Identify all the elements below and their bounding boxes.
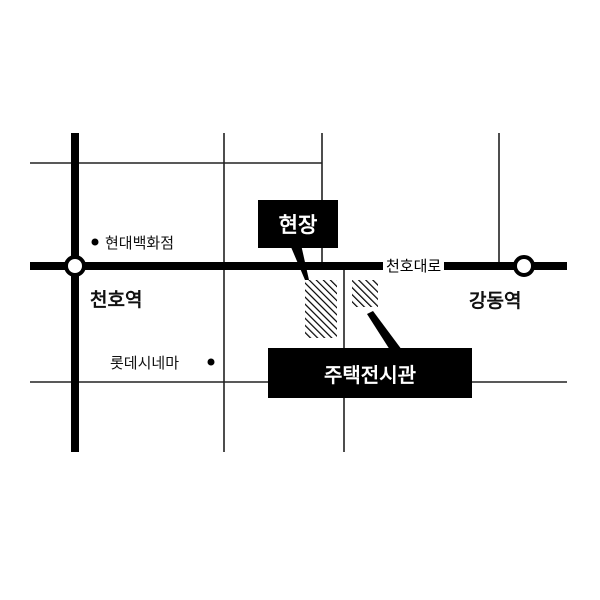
site-callout-pointer (288, 240, 309, 280)
station-label-left: 천호역 (90, 289, 143, 311)
model-house-callout-pointer (367, 311, 402, 350)
station-icon (64, 255, 86, 277)
site-callout: 현장 (258, 200, 338, 248)
model-house-callout: 주택전시관 (268, 348, 472, 398)
landmark-label-lotte: 롯데시네마 (110, 354, 180, 372)
model-house-hatched-block (352, 280, 378, 307)
station-icon (513, 255, 535, 277)
dot-icon (91, 238, 99, 246)
road-label: 천호대로 (383, 257, 445, 275)
major-roads (30, 133, 567, 452)
dot-icon (207, 358, 215, 366)
site-hatched-block (305, 280, 337, 338)
landmark-label-hyundai: 현대백화점 (105, 234, 175, 252)
station-label-right: 강동역 (469, 290, 522, 312)
